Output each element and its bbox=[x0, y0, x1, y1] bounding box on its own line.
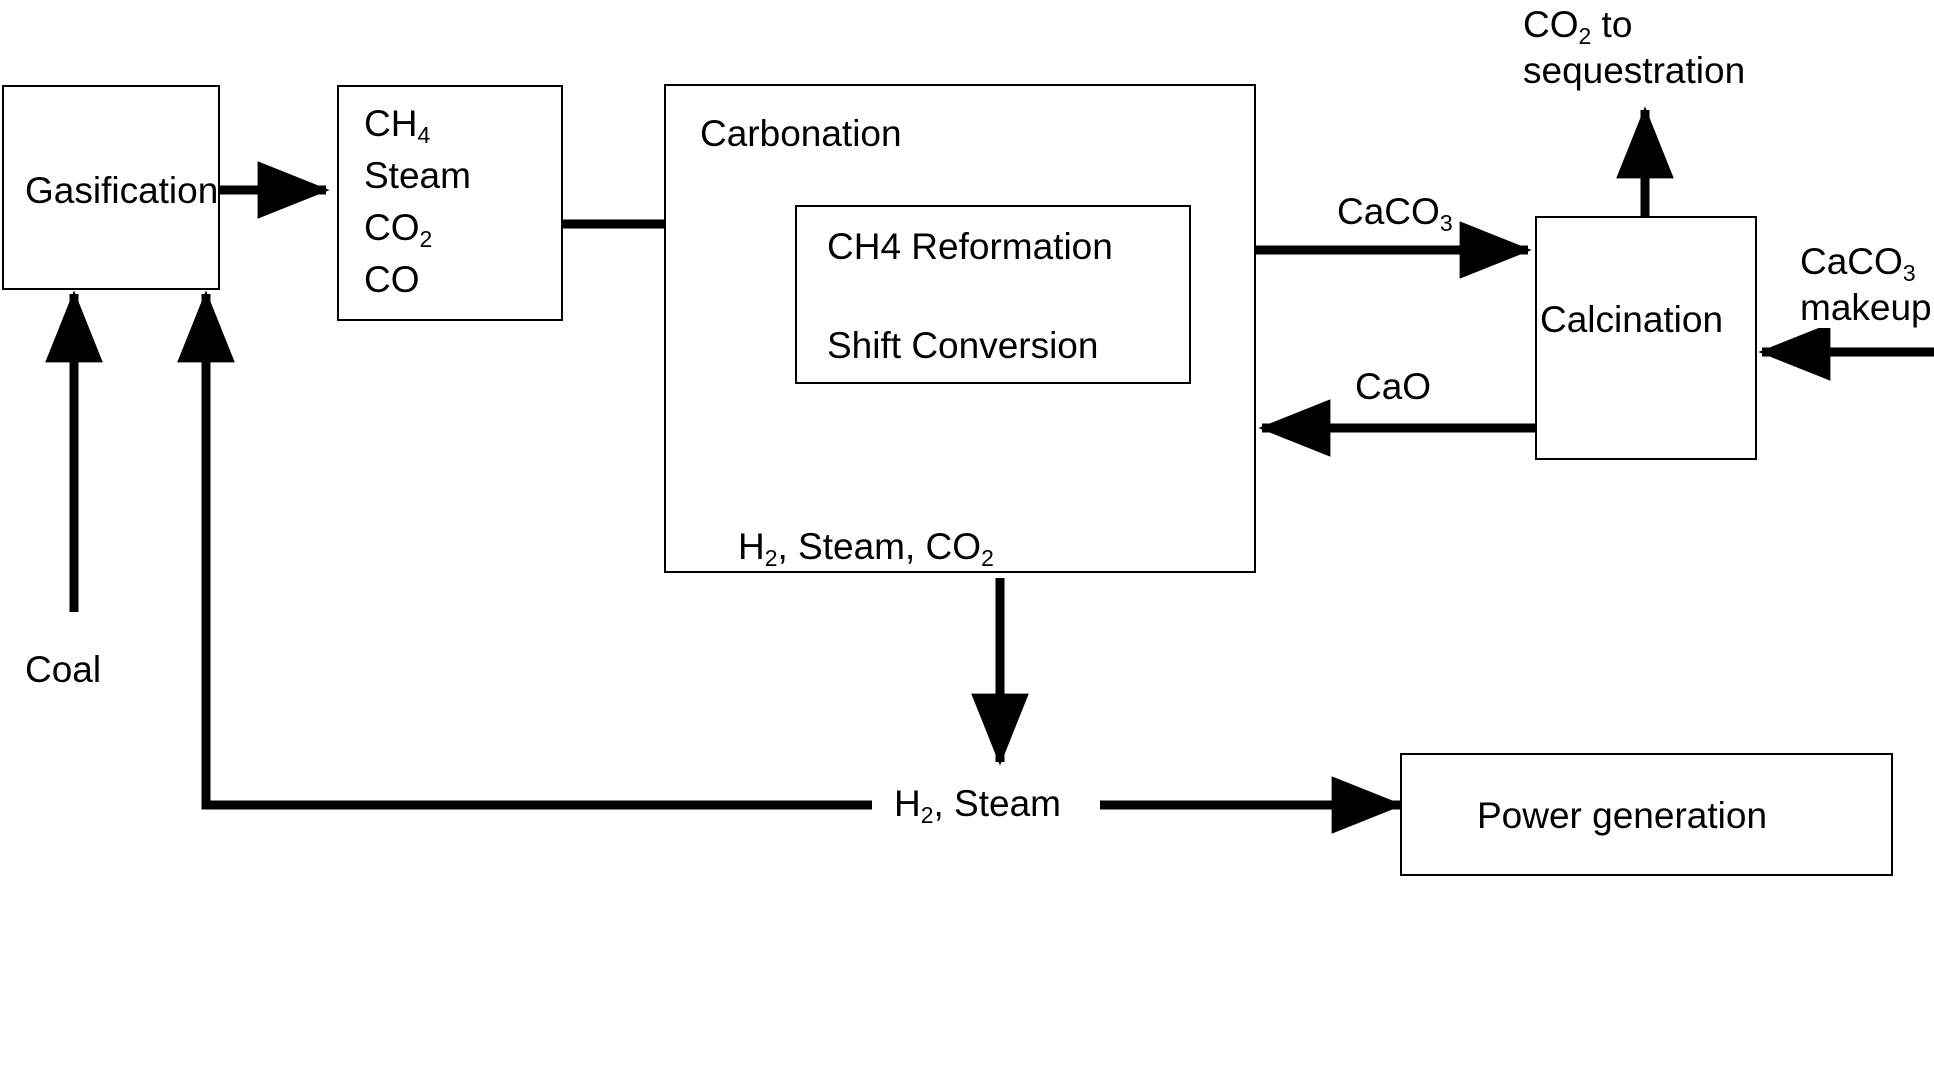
stream-label-caco3-makeup: CaCO3 makeup bbox=[1800, 242, 1932, 328]
caco3-makeup-subscript: 3 bbox=[1902, 259, 1916, 286]
co2-seq-tail: to bbox=[1591, 4, 1633, 45]
h2-base: H bbox=[738, 526, 765, 567]
h2-steam-co2-subscript: 2 bbox=[981, 544, 994, 571]
node-power-generation-label: Power generation bbox=[1477, 795, 1768, 836]
node-reformation-shift[interactable] bbox=[795, 205, 1191, 384]
h2-steam-base: H bbox=[894, 783, 921, 824]
ch4-base: CH bbox=[364, 103, 418, 144]
caco3-makeup-line1: CaCO3 bbox=[1800, 241, 1932, 286]
node-calcination-label: Calcination bbox=[1540, 299, 1724, 340]
h2-subscript: 2 bbox=[764, 544, 778, 571]
stream-label-coal: Coal bbox=[25, 649, 102, 690]
caco3-makeup-base: CaCO bbox=[1800, 241, 1903, 282]
node-gas-products-line-ch4: CH4 bbox=[364, 103, 430, 146]
co2-sequestration-line2: sequestration bbox=[1523, 49, 1746, 91]
node-gas-products-line-steam: Steam bbox=[364, 155, 471, 196]
arrow-h2-steam-recycle-to-gasification bbox=[177, 290, 872, 810]
node-shift-conversion-label: Shift Conversion bbox=[827, 325, 1099, 366]
node-power-generation[interactable] bbox=[1400, 753, 1893, 876]
node-calcination[interactable] bbox=[1535, 216, 1757, 460]
stream-label-cao: CaO bbox=[1355, 366, 1432, 407]
co2-seq-base: CO bbox=[1523, 4, 1579, 45]
stream-label-co2-to-sequestration: CO2 to sequestration bbox=[1523, 4, 1746, 91]
co2-subscript: 2 bbox=[419, 225, 433, 252]
node-carbonation-label: Carbonation bbox=[700, 113, 902, 154]
stream-label-h2-steam-co2: H2, Steam, CO2 bbox=[728, 526, 1004, 570]
caco3-base: CaCO bbox=[1337, 191, 1440, 232]
caco3-makeup-line2: makeup bbox=[1800, 286, 1932, 328]
h2-steam-subscript: 2 bbox=[920, 801, 934, 828]
node-gasification-label: Gasification bbox=[25, 170, 219, 211]
h2-steam-tail: , Steam bbox=[933, 783, 1062, 824]
co2-base: CO bbox=[364, 207, 420, 248]
node-gas-products[interactable] bbox=[337, 85, 563, 321]
stream-label-h2-steam: H2, Steam bbox=[884, 783, 1071, 827]
co2-seq-subscript: 2 bbox=[1578, 22, 1592, 49]
node-gasification[interactable] bbox=[2, 85, 220, 290]
node-gas-products-line-co2: CO2 bbox=[364, 207, 432, 250]
ch4-subscript: 4 bbox=[417, 121, 431, 148]
node-reformation-label: CH4 Reformation bbox=[827, 226, 1113, 267]
stream-label-caco3: CaCO3 bbox=[1337, 191, 1453, 235]
node-gas-products-line-co: CO bbox=[364, 259, 420, 300]
caco3-subscript: 3 bbox=[1439, 209, 1453, 236]
h2-steam-co2-mid: , Steam, CO bbox=[777, 526, 982, 567]
co2-sequestration-line1: CO2 to bbox=[1523, 4, 1745, 49]
